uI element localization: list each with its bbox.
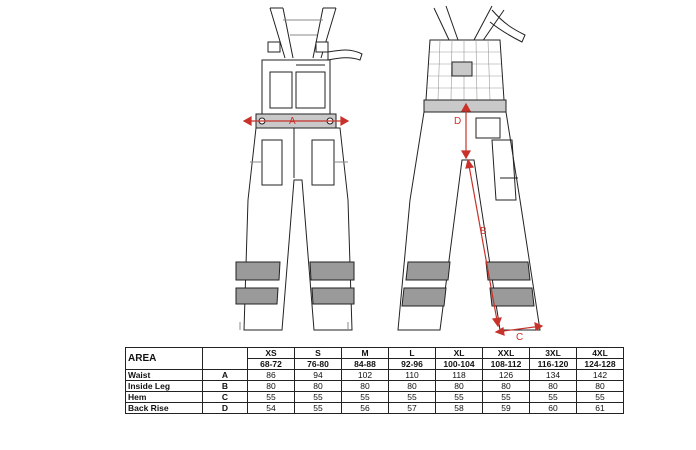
back-reflective-band	[485, 261, 531, 281]
table-row: Hem C 55 55 55 55 55 55 55 55	[125, 391, 624, 403]
table-cell: 94	[294, 369, 342, 381]
front-reflective-band	[235, 287, 279, 305]
table-cell: 61	[576, 402, 624, 414]
table-cell: 55	[388, 391, 436, 403]
row-label: Inside Leg	[125, 380, 203, 392]
front-reflective-band	[235, 261, 281, 281]
label-c: C	[516, 332, 523, 343]
row-label: Waist	[125, 369, 203, 381]
table-cell: 55	[294, 402, 342, 414]
front-reflective-band	[311, 287, 355, 305]
size-name: M	[341, 347, 389, 359]
size-name: XL	[435, 347, 483, 359]
size-name: XS	[247, 347, 295, 359]
inside-leg-measure-line	[467, 159, 499, 327]
size-name: XXL	[482, 347, 530, 359]
table-cell: 55	[294, 391, 342, 403]
back-view	[397, 5, 541, 331]
front-reflective-band	[309, 261, 355, 281]
table-cell: 58	[435, 402, 483, 414]
size-name: 3XL	[529, 347, 577, 359]
table-cell: 80	[435, 380, 483, 392]
table-cell: 134	[529, 369, 577, 381]
table-cell: 55	[247, 391, 295, 403]
table-cell: 59	[482, 402, 530, 414]
table-cell: 57	[388, 402, 436, 414]
measurement-guides	[242, 102, 544, 336]
table-cell: 55	[576, 391, 624, 403]
table-cell: 80	[576, 380, 624, 392]
table-cell: 55	[529, 391, 577, 403]
table-cell: 80	[388, 380, 436, 392]
size-range: 108-112	[482, 358, 530, 370]
table-cell: 56	[341, 402, 389, 414]
back-reflective-band	[401, 287, 447, 307]
size-range: 84-88	[341, 358, 389, 370]
table-cell: 126	[482, 369, 530, 381]
row-code: C	[202, 391, 248, 403]
table-cell: 86	[247, 369, 295, 381]
size-name: L	[388, 347, 436, 359]
back-reflective-band	[489, 287, 535, 307]
table-cell: 55	[341, 391, 389, 403]
table-cell: 118	[435, 369, 483, 381]
label-d: D	[454, 116, 461, 127]
table-row: Inside Leg B 80 80 80 80 80 80 80 80	[125, 380, 624, 392]
label-b: B	[480, 226, 487, 237]
table-cell: 80	[247, 380, 295, 392]
size-chart-table: AREA XS S M L XL XXL 3XL 4XL 68-72 76-80…	[125, 347, 624, 414]
size-range: 76-80	[294, 358, 342, 370]
size-range: 68-72	[247, 358, 295, 370]
table-cell: 55	[482, 391, 530, 403]
table-cell: 55	[435, 391, 483, 403]
row-label: Hem	[125, 391, 203, 403]
area-header: AREA	[125, 347, 203, 370]
row-code: D	[202, 402, 248, 414]
row-label: Back Rise	[125, 402, 203, 414]
size-name: 4XL	[576, 347, 624, 359]
table-cell: 142	[576, 369, 624, 381]
table-cell: 60	[529, 402, 577, 414]
table-row: Back Rise D 54 55 56 57 58 59 60 61	[125, 402, 624, 414]
table-cell: 102	[341, 369, 389, 381]
size-range: 92-96	[388, 358, 436, 370]
blank-header	[202, 347, 248, 370]
size-range-row: 68-72 76-80 84-88 92-96 100-104 108-112 …	[126, 358, 624, 370]
table-cell: 80	[482, 380, 530, 392]
size-range: 116-120	[529, 358, 577, 370]
table-cell: 80	[341, 380, 389, 392]
back-reflective-band	[405, 261, 451, 281]
label-a: A	[289, 116, 296, 127]
table-cell: 54	[247, 402, 295, 414]
row-code: A	[202, 369, 248, 381]
table-row: Waist A 86 94 102 110 118 126 134 142	[125, 369, 624, 381]
size-range: 124-128	[576, 358, 624, 370]
row-code: B	[202, 380, 248, 392]
bib-overall-diagram: A D B C	[235, 5, 544, 343]
table-cell: 110	[388, 369, 436, 381]
table-cell: 80	[294, 380, 342, 392]
size-range: 100-104	[435, 358, 483, 370]
size-name: S	[294, 347, 342, 359]
table-cell: 80	[529, 380, 577, 392]
front-view	[235, 7, 363, 331]
size-name-row: AREA XS S M L XL XXL 3XL 4XL	[125, 347, 624, 370]
